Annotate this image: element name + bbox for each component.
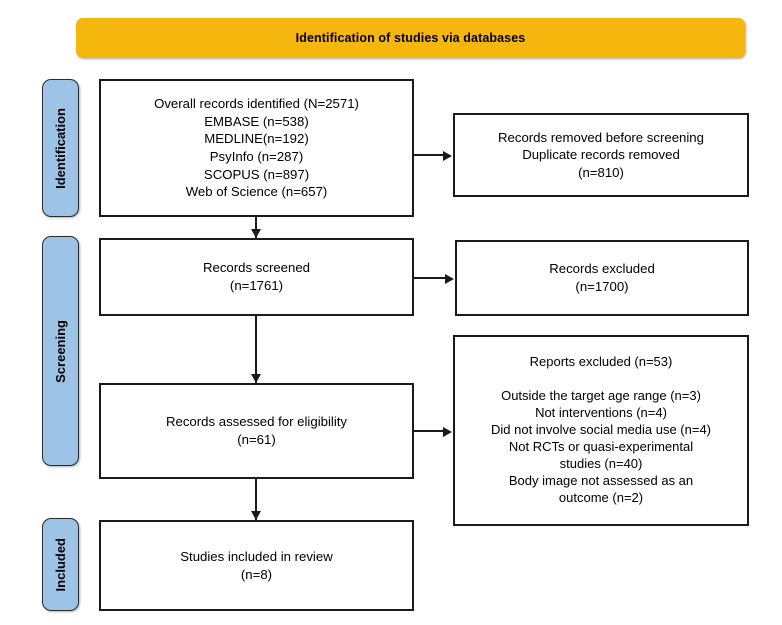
connector-eligibility-to-included xyxy=(255,479,257,520)
connector-identified-to-removed xyxy=(413,154,444,156)
arrowhead-right-icon xyxy=(445,274,454,284)
node-text: Reports excluded (n=53) Outside the targ… xyxy=(490,354,712,505)
arrowhead-right-icon xyxy=(443,151,452,161)
arrowhead-down-icon xyxy=(251,374,261,383)
node-records-screened: Records screened (n=1761) xyxy=(99,238,414,316)
arrowhead-down-icon xyxy=(251,229,261,238)
stage-label-text: Screening xyxy=(53,319,68,383)
node-records-excluded: Records excluded (n=1700) xyxy=(455,240,749,316)
stage-label-text: Included xyxy=(53,537,68,592)
header-banner: Identification of studies via databases xyxy=(76,18,745,58)
node-text: Records assessed for eligibility (n=61) xyxy=(165,414,348,447)
node-text: Studies included in review (n=8) xyxy=(180,548,333,582)
node-studies-included-in-review: Studies included in review (n=8) xyxy=(99,520,414,611)
stage-label-identification: Identification xyxy=(42,79,79,217)
node-records-removed-before-screening: Records removed before screening Duplica… xyxy=(453,113,749,197)
stage-label-included: Included xyxy=(42,518,79,611)
arrowhead-down-icon xyxy=(251,511,261,520)
node-text: Overall records identified (N=2571) EMBA… xyxy=(154,96,359,200)
node-text: Records screened (n=1761) xyxy=(202,260,311,293)
page-title: Identification of studies via databases xyxy=(295,31,526,45)
node-text: Records excluded (n=1700) xyxy=(549,261,655,294)
arrowhead-right-icon xyxy=(443,427,452,437)
connector-screened-to-excluded xyxy=(413,277,446,279)
connector-screened-to-eligibility xyxy=(255,316,257,383)
connector-identified-to-screened xyxy=(255,217,257,238)
node-records-identified: Overall records identified (N=2571) EMBA… xyxy=(99,79,414,217)
connector-eligibility-to-reports-excluded xyxy=(413,430,444,432)
stage-label-screening: Screening xyxy=(42,236,79,466)
node-records-assessed-for-eligibility: Records assessed for eligibility (n=61) xyxy=(99,383,414,479)
node-reports-excluded: Reports excluded (n=53) Outside the targ… xyxy=(453,335,749,526)
stage-label-text: Identification xyxy=(53,107,68,189)
node-text: Records removed before screening Duplica… xyxy=(498,129,704,180)
